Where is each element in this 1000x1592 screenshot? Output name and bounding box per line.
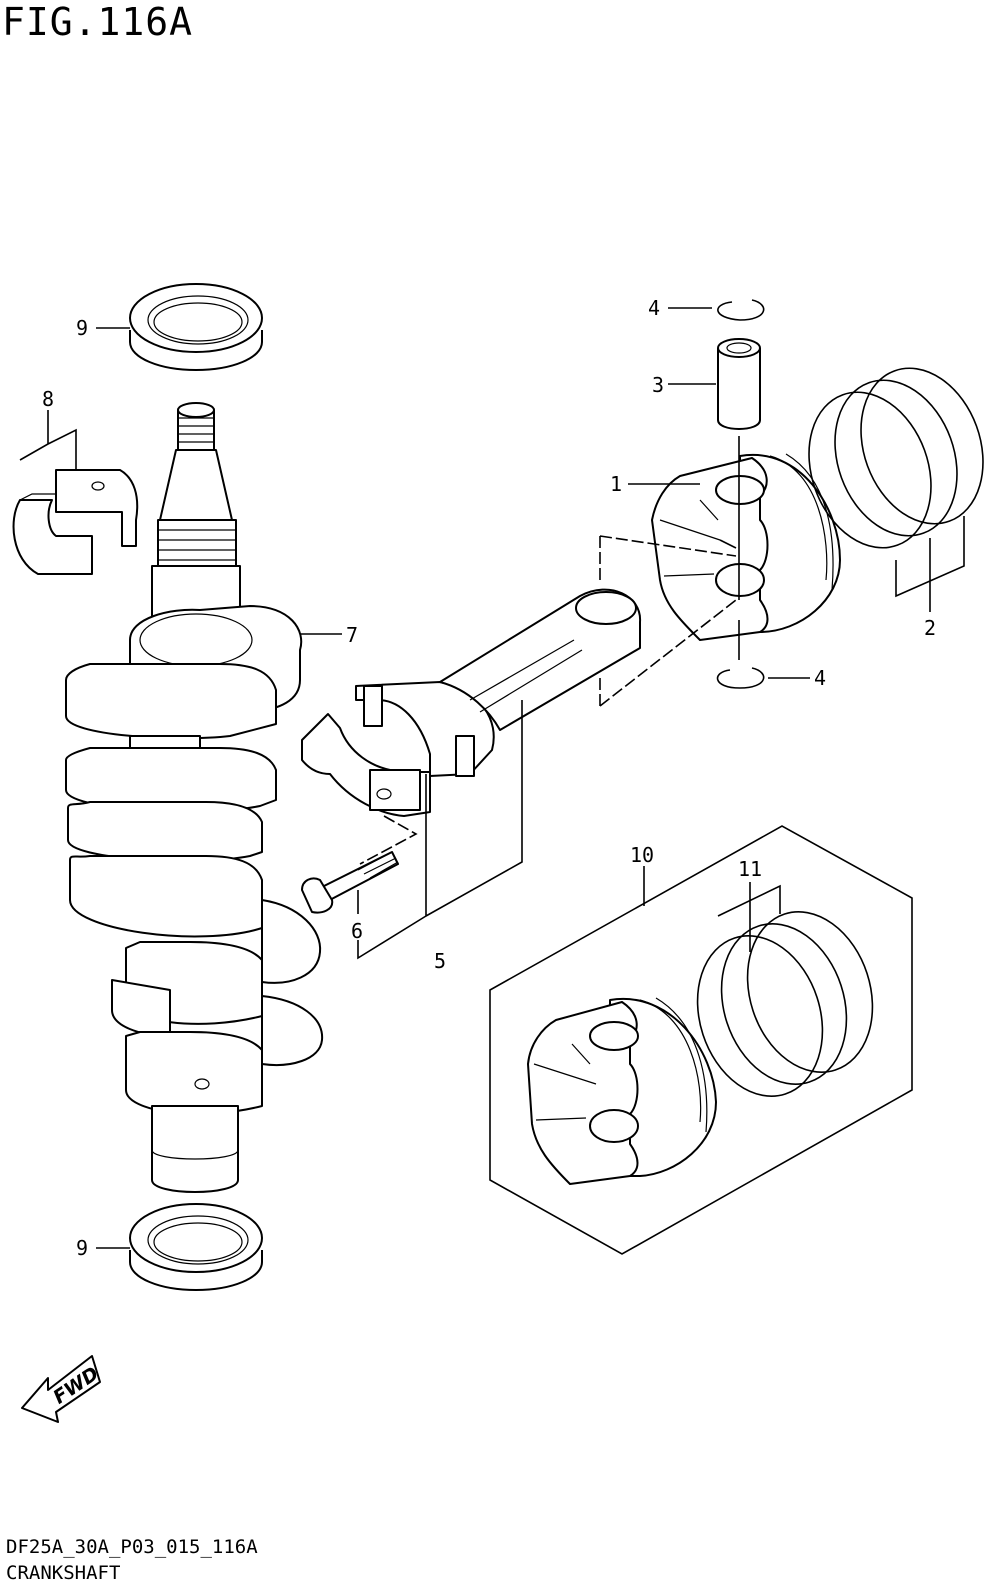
callout-2: 2: [924, 616, 936, 640]
fwd-arrow-icon: FWD: [21, 1355, 103, 1423]
piston-rings[interactable]: [788, 351, 1000, 565]
callout-4-bottom: 4: [814, 666, 826, 690]
crankshaft[interactable]: [65, 402, 324, 1193]
callout-9-bottom: 9: [76, 1236, 88, 1260]
callout-9-top: 9: [76, 316, 88, 340]
callout-6: 6: [351, 919, 363, 943]
connecting-rod[interactable]: [301, 588, 642, 817]
callout-numbers: 9 8 7 4 3 1 2 4 6 5 10 11 9: [42, 296, 936, 1260]
piston-kit-box: [489, 825, 913, 1255]
piston-kit-piston[interactable]: [527, 997, 717, 1185]
drawing-code: DF25A_30A_P03_015_116A: [6, 1536, 258, 1558]
oil-seal-top[interactable]: [129, 283, 263, 371]
piston-pin[interactable]: [717, 338, 761, 430]
drawing-name: CRANKSHAFT: [6, 1562, 121, 1584]
circlip-bottom[interactable]: [716, 667, 765, 689]
piston[interactable]: [651, 453, 841, 641]
callout-1: 1: [610, 472, 622, 496]
callout-7: 7: [346, 623, 358, 647]
piston-kit-rings[interactable]: [678, 895, 893, 1112]
conrod-bolt[interactable]: [301, 851, 399, 914]
callout-11: 11: [738, 857, 762, 881]
circlip-top[interactable]: [717, 299, 765, 321]
callout-4-top: 4: [648, 296, 660, 320]
oil-seal-bottom[interactable]: [129, 1203, 263, 1291]
crank-bearing[interactable]: [12, 469, 139, 575]
callout-5: 5: [434, 949, 446, 973]
callout-10: 10: [630, 843, 654, 867]
leader-lines: [19, 307, 965, 1249]
figure-title: FIG.116A: [2, 0, 194, 44]
callout-8: 8: [42, 387, 54, 411]
callout-3: 3: [652, 373, 664, 397]
